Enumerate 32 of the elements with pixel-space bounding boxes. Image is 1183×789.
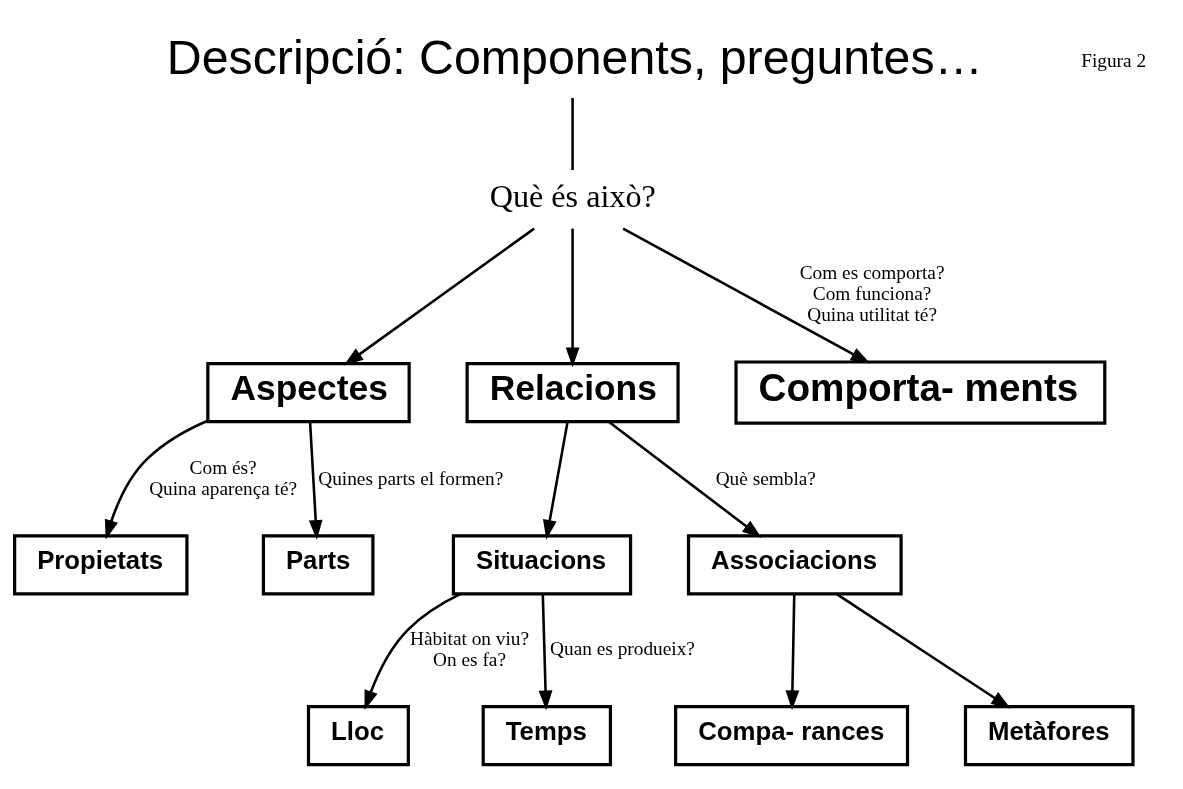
node-box: Relacions	[465, 361, 680, 423]
edge-label: Com és? Quina aparença té?	[149, 456, 298, 499]
node-box: Associacions	[686, 533, 903, 595]
arrow	[308, 421, 323, 540]
node-box: Situacions	[451, 533, 633, 595]
edge-label: Quan es produeix?	[550, 637, 695, 659]
node-box: Lloc	[306, 704, 410, 766]
arrow	[542, 421, 569, 540]
edge-label: Quines parts el formen?	[318, 467, 504, 489]
label: Figura 2	[1081, 49, 1147, 71]
edge-label: Hàbitat on viu? On es fa?	[409, 627, 530, 670]
arrow	[785, 593, 800, 710]
arrow	[565, 228, 580, 367]
node-box: Propietats	[13, 533, 189, 595]
node-box: Parts	[261, 533, 375, 595]
edge-label: Què sembla?	[715, 467, 816, 489]
arrow	[364, 592, 462, 710]
node-box: Comporta- ments	[734, 359, 1107, 425]
edge-label: Com es comporta? Com funciona? Quina utilitat té?	[799, 261, 945, 325]
node-box: Compa- rances	[674, 704, 910, 766]
node-text: Descripció: Components, preguntes…	[166, 29, 983, 84]
node-box: Temps	[481, 704, 613, 766]
node-box: Aspectes	[206, 361, 411, 423]
arrow	[608, 420, 762, 538]
arrow	[343, 227, 535, 366]
node-box: Metàfores	[963, 704, 1135, 766]
arrow	[622, 226, 871, 364]
arrow	[104, 419, 209, 540]
node-text: Què és això?	[489, 177, 656, 214]
arrow	[538, 593, 553, 710]
arrow	[836, 592, 1011, 709]
connector	[571, 97, 574, 170]
